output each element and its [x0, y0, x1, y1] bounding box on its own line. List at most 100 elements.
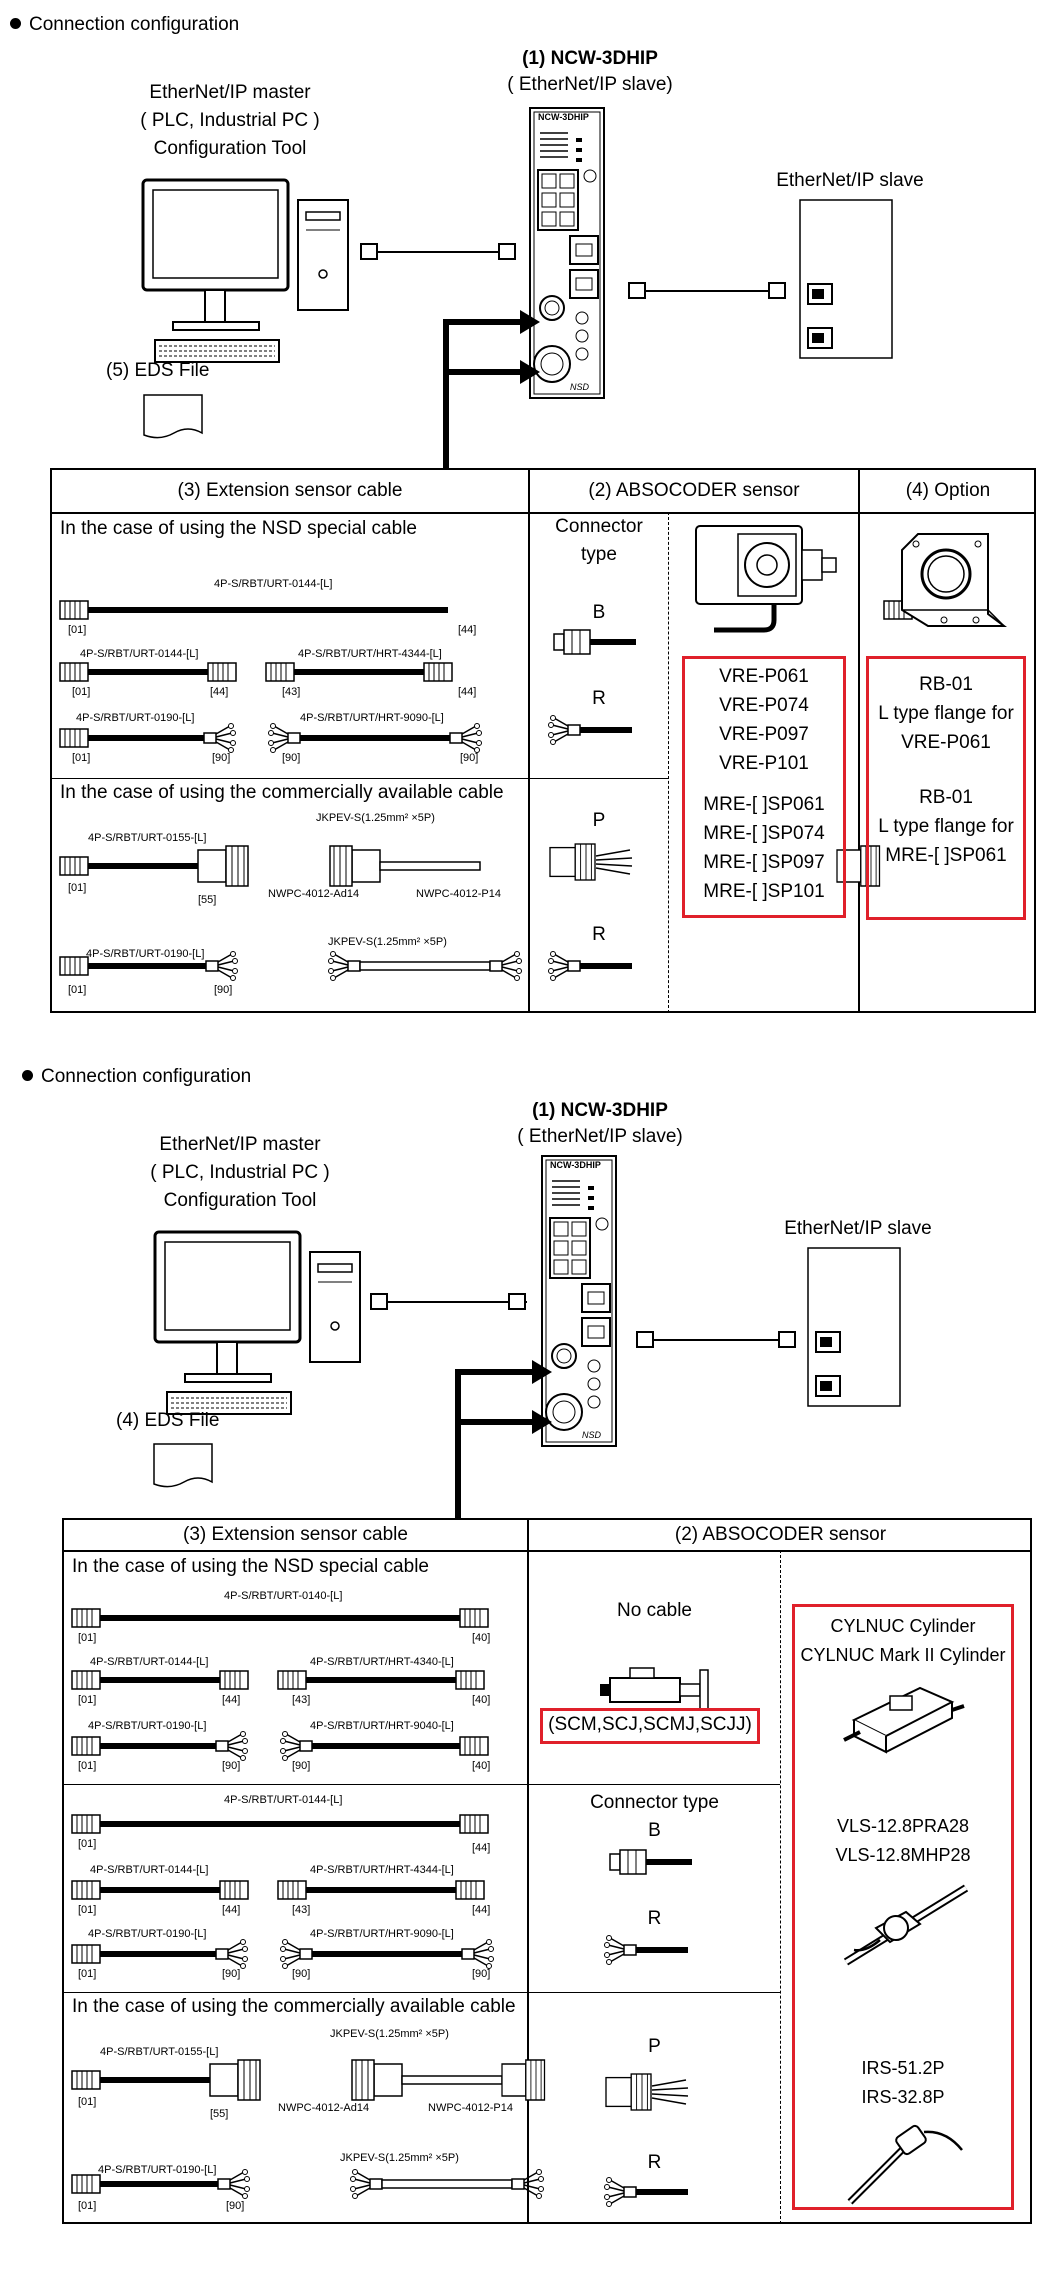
connector-r2-icon: [550, 966, 640, 996]
sensor-item: MRE-[ ]SP101: [703, 881, 825, 902]
cable-end-b: [90]: [226, 2200, 245, 2212]
cable-end-a: [43]: [292, 1904, 311, 1916]
bullet-icon: [22, 1070, 33, 1081]
cable-end-a: [90]: [292, 1760, 311, 1772]
cable-end-a: NWPC-4012-Ad14: [278, 2102, 370, 2114]
master-line-2: ( PLC, Industrial PC ): [140, 110, 320, 131]
cable-end-b: [44]: [458, 686, 477, 698]
cable-icon: [59, 845, 881, 887]
cable-icon: [71, 1938, 495, 1970]
sensor-list-box: [682, 656, 846, 918]
cable-end-b: [90]: [222, 1968, 241, 1980]
cable-label: JKPEV-S(1.25mm² ×5P): [328, 936, 447, 948]
cable-end-a: [01]: [78, 1904, 97, 1916]
cable-end-b: [44]: [472, 1904, 491, 1916]
cable-label: JKPEV-S(1.25mm² ×5P): [340, 2152, 459, 2164]
master-line-3: Configuration Tool: [153, 138, 307, 159]
sensor-item: IRS-51.2P: [861, 2058, 945, 2078]
sensor-item: VRE-P101: [719, 753, 809, 774]
cable-end-b: [44]: [472, 1842, 491, 1854]
cable-icon: [71, 2059, 546, 2101]
cable-label: 4P-S/RBT/URT/HRT-4340-[L]: [310, 1656, 454, 1668]
cable-end-a: [43]: [282, 686, 301, 698]
sensor-list-box: [792, 1604, 1014, 2210]
flange-icon: [901, 533, 1007, 627]
sensor-item: MRE-[ ]SP074: [703, 823, 825, 844]
comm-heading: In the case of using the commercially av…: [60, 782, 504, 803]
option-list: RB-01 L type flange for VRE-P061 RB-01 L…: [866, 670, 1026, 870]
cable-end-b: NWPC-4012-P14: [416, 888, 501, 900]
cable-end-a: [90]: [292, 1968, 311, 1980]
cable-icon: [71, 2168, 545, 2200]
device-subtitle: ( EtherNet/IP slave): [517, 1126, 683, 1147]
absocoder-encoder-icon: [695, 525, 837, 633]
connector-r-icon: [606, 1950, 696, 1980]
col-opt-header: (4) Option: [905, 480, 991, 501]
connector-type-label: type: [581, 544, 617, 565]
bottom-table-border: [62, 1518, 1032, 2224]
cable-label: 4P-S/RBT/URT-0144-[L]: [214, 578, 333, 590]
cylinder-icon-small: [600, 1667, 709, 1711]
eds-file-icon: [143, 394, 203, 439]
ncw-module: [541, 1155, 617, 1447]
comm-heading: In the case of using the commercially av…: [72, 1996, 516, 2017]
cable-end-a: [01]: [78, 2200, 97, 2212]
cable-label: 4P-S/RBT/URT/HRT-4344-[L]: [310, 1864, 454, 1876]
cable-end-b: [44]: [222, 1904, 241, 1916]
cable-end-b: [90]: [222, 1760, 241, 1772]
cable-icon: [59, 662, 453, 682]
master-line-2: ( PLC, Industrial PC ): [150, 1162, 330, 1183]
device-title: (1) NCW-3DHIP: [532, 1100, 668, 1121]
cable-end-a: [01]: [78, 1632, 97, 1644]
master-line-1: EtherNet/IP master: [159, 1134, 321, 1155]
cable-label: 4P-S/RBT/URT-0140-[L]: [224, 1590, 343, 1602]
computer-icon: [141, 178, 350, 364]
eds-label: (4) EDS File: [116, 1410, 220, 1431]
cable-label: 4P-S/RBT/URT-0190-[L]: [88, 1720, 207, 1732]
top-col-divider-2: [858, 468, 860, 1013]
master-link-plug-a: [370, 1293, 388, 1310]
bottom-col-dashed: [780, 1550, 781, 2224]
cable-label: 4P-S/RBT/URT-0155-[L]: [88, 832, 207, 844]
connector-b-label: B: [592, 602, 606, 623]
cable-end-a: [01]: [72, 686, 91, 698]
cable-end-b: [90]: [460, 752, 479, 764]
no-cable-label: No cable: [617, 1600, 692, 1621]
col-ext-header: (3) Extension sensor cable: [177, 480, 403, 501]
cable-end-b: [40]: [472, 1694, 491, 1706]
cable-icon: [71, 1608, 489, 1628]
cable-label: 4P-S/RBT/URT/HRT-9040-[L]: [310, 1720, 454, 1732]
cable-label: 4P-S/RBT/URT/HRT-4344-[L]: [298, 648, 442, 660]
sensor-link-arrows: [455, 1360, 552, 1520]
cable-label: 4P-S/RBT/URT/HRT-9090-[L]: [300, 712, 444, 724]
connector-p-icon: [605, 2073, 689, 2111]
top-col-divider-1: [528, 468, 530, 1013]
cable-end-a: [01]: [68, 984, 87, 996]
option-item: RB-01: [919, 674, 973, 695]
connector-r-label: R: [592, 688, 606, 709]
cable-end-a: [01]: [68, 624, 87, 636]
option-item: L type flange for: [878, 703, 1014, 724]
top-table-header-line: [50, 512, 1036, 514]
cable-label: 4P-S/RBT/URT-0144-[L]: [90, 1864, 209, 1876]
connector-p-label: P: [648, 2036, 661, 2057]
cable-label: 4P-S/RBT/URT-0155-[L]: [100, 2046, 219, 2058]
cable-label: 4P-S/RBT/URT-0190-[L]: [76, 712, 195, 724]
cable-end-b: [40]: [472, 1632, 491, 1644]
bottom-row-divider-1: [62, 1784, 780, 1785]
master-link-plug-b: [498, 243, 516, 260]
ethernet-slave-box: [799, 199, 893, 359]
nsd-heading: In the case of using the NSD special cab…: [60, 518, 417, 539]
sensor-item: MRE-[ ]SP097: [703, 852, 825, 873]
cable-label: 4P-S/RBT/URT-0190-[L]: [86, 948, 205, 960]
vls-rod-sensor-icon: [843, 1884, 969, 1966]
section-heading-bottom: Connection configuration: [22, 1066, 251, 1088]
cable-end-a: [01]: [78, 2096, 97, 2108]
sensor-item: MRE-[ ]SP061: [703, 794, 825, 815]
master-link-plug-a: [360, 243, 378, 260]
cable-end-b: [44]: [222, 1694, 241, 1706]
eds-label: (5) EDS File: [106, 360, 210, 381]
cable-end-b: [90]: [472, 1968, 491, 1980]
sensor-item: CYLNUC Cylinder: [830, 1616, 976, 1636]
top-row-divider: [50, 778, 668, 779]
